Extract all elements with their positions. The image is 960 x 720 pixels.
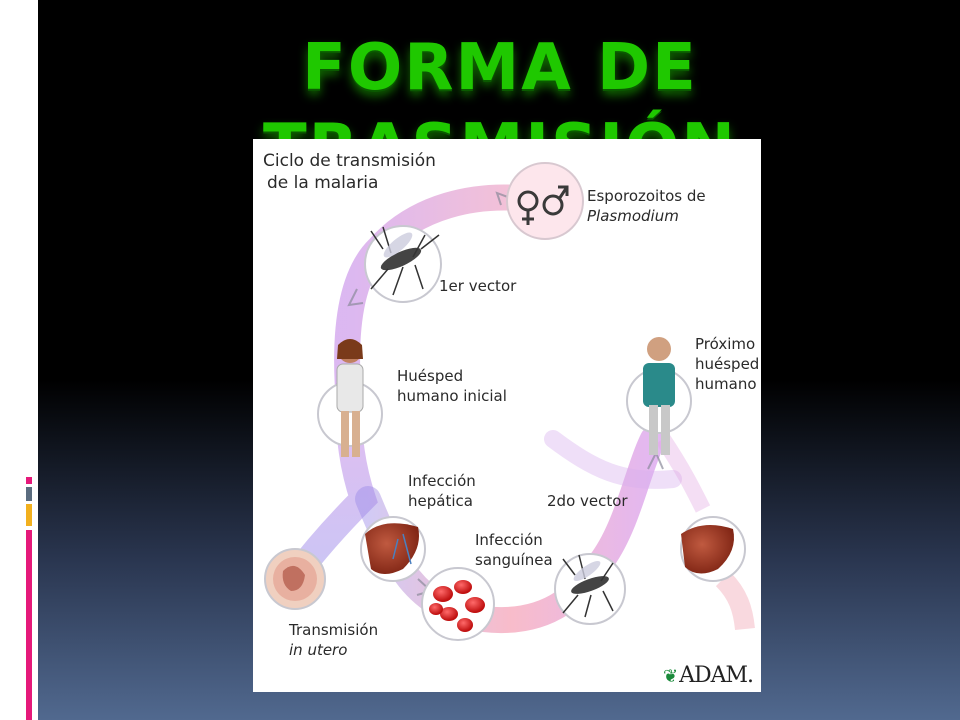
malaria-cycle-diagram: Ciclo de transmisión de la malaria Espor… [253, 139, 761, 692]
label-huesped-inicial-line2: humano inicial [397, 387, 507, 405]
deco-bar-pink-top [26, 477, 32, 484]
label-huesped-inicial-line1: Huésped [397, 367, 464, 385]
diagram-heading-line1: Ciclo de transmisión [263, 151, 436, 171]
label-utero-line2: in utero [289, 641, 347, 660]
label-proximo-line3: humano [695, 375, 757, 393]
male-symbol-icon [542, 185, 569, 216]
deco-bar-yellow [26, 504, 32, 526]
liver-icon-right [680, 516, 746, 582]
adam-logo: ❦ADAM. [663, 663, 754, 688]
deco-bar-pink-long [26, 530, 32, 720]
slide-title: FORMA DE TRASMISIÓN [263, 31, 735, 185]
label-vector2: 2do vector [547, 492, 628, 510]
diagram-heading-line2: de la malaria [267, 173, 379, 193]
label-vector1: 1er vector [439, 277, 517, 295]
sex-symbols-icon-group [506, 162, 584, 240]
leaf-icon: ❦ [663, 666, 678, 687]
label-utero-italic: in utero [289, 641, 348, 659]
liver-icon [360, 516, 426, 582]
label-esporozoitos-italic: Plasmodium [587, 207, 679, 225]
label-esporozoitos-line1: Esporozoitos de [587, 187, 706, 205]
label-hepatica-line1: Infección [408, 472, 476, 490]
mosquito-icon-second [554, 553, 626, 625]
red-blood-cells-icon [421, 567, 495, 641]
label-proximo-line2: huésped [695, 355, 760, 373]
label-hepatica-line2: hepática [408, 492, 473, 510]
label-proximo-line1: Próximo [695, 335, 756, 353]
deco-bar-gray [26, 487, 32, 501]
cycle-graphic [264, 162, 755, 641]
mosquito-icon [364, 225, 442, 303]
female-symbol-icon [517, 190, 539, 225]
left-white-strip [0, 0, 38, 720]
woman-icon [317, 339, 383, 457]
fetus-icon [264, 548, 326, 610]
adam-logo-text: ADAM. [679, 663, 754, 688]
man-icon [626, 337, 692, 455]
label-utero-line1: Transmisión [289, 621, 379, 639]
label-sanguinea-line1: Infección [475, 531, 543, 549]
label-sanguinea-line2: sanguínea [475, 551, 553, 569]
label-esporozoitos-line2: Plasmodium [587, 207, 679, 226]
